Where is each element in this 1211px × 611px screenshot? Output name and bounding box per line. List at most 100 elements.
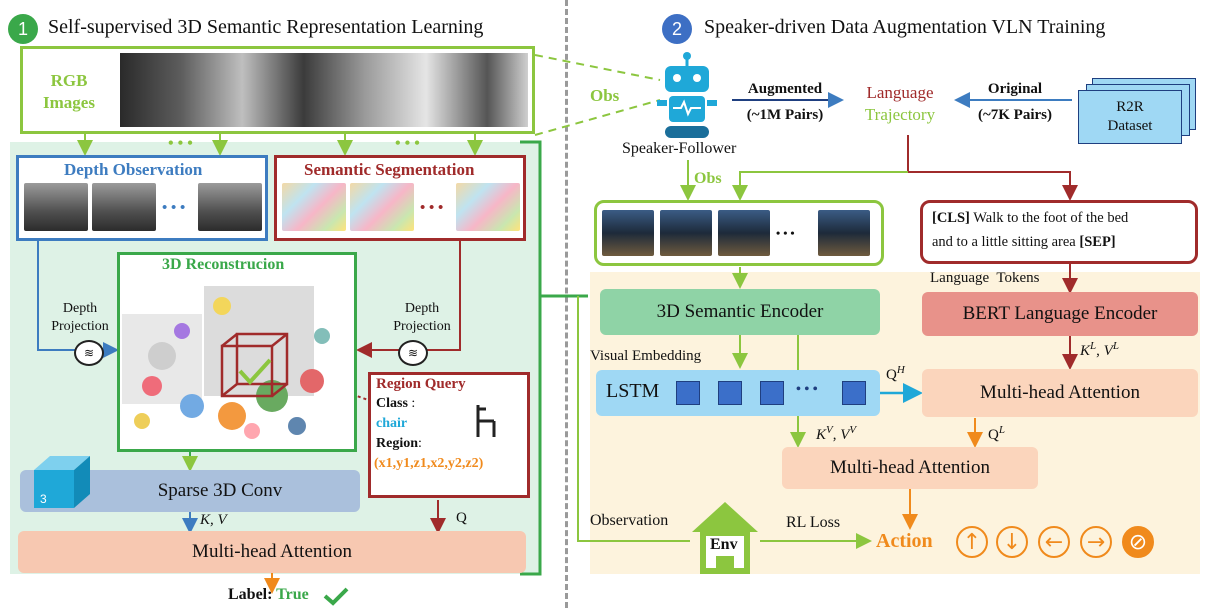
r2r-line2: Dataset <box>1107 118 1153 134</box>
env-house-icon <box>690 500 760 581</box>
depth-thumb-2 <box>92 183 156 231</box>
speaker-follower-label: Speaker-Follower <box>622 140 737 157</box>
obs-thumb-3 <box>718 210 770 256</box>
chair-icon <box>472 403 498 444</box>
arrow-left-icon: ← <box>1038 526 1070 558</box>
instruction-line1: [CLS] Walk to the foot of the bed <box>932 210 1128 227</box>
env-label: Env <box>710 536 738 553</box>
seg-thumb-1 <box>282 183 346 231</box>
ql-label: QL <box>988 424 1005 444</box>
instruction-text1: Walk to the foot of the bed <box>969 210 1129 226</box>
label-prefix: Label <box>228 586 268 603</box>
class-sep: : <box>407 396 416 411</box>
reconstruction-title: 3D Reconstrucion <box>162 256 285 273</box>
seg-thumb-3 <box>456 183 520 231</box>
region-query-title: Region Query <box>376 376 466 392</box>
ql-sup: L <box>998 424 1005 436</box>
kl-vl-label: KL, VL <box>1080 340 1119 359</box>
r2r-line1: R2R <box>1116 99 1144 115</box>
mha-right-top-block: Multi-head Attention <box>922 369 1198 417</box>
cls-token: [CLS] <box>932 210 970 226</box>
obs-thumb-4 <box>818 210 870 256</box>
semantic-encoder-block: 3D Semantic Encoder <box>600 289 880 335</box>
depth-proj-left-line1: Depth <box>62 301 98 316</box>
original-line1: Original <box>987 81 1043 97</box>
language-tokens-label: Language Tokens <box>930 270 1040 286</box>
kv-v-label: KV, VV <box>816 424 857 443</box>
label-value: True <box>276 586 309 603</box>
lstm-cell-4 <box>842 381 866 405</box>
obs-thumb-2 <box>660 210 712 256</box>
instruction-text2: and to a little sitting area <box>932 234 1080 250</box>
language-trajectory-label: Language Trajectory <box>848 80 952 128</box>
vv-sup: V <box>849 424 857 436</box>
original-label: Original (~7K Pairs) <box>962 74 1068 130</box>
stop-icon: ⊘ <box>1122 526 1154 558</box>
rgb-label-line1: RGB <box>50 71 88 90</box>
q-left-label: Q <box>456 510 467 526</box>
seg-thumb-2 <box>350 183 414 231</box>
depth-thumb-1 <box>24 183 88 231</box>
section1-title: Self-supervised 3D Semantic Representati… <box>48 16 484 38</box>
seg-dots: • • • <box>420 200 444 216</box>
semantic-segmentation-title: Semantic Segmentation <box>304 160 475 179</box>
point-cloud-image <box>122 286 330 439</box>
lstm-cell-2 <box>718 381 742 405</box>
depth-projection-right: Depth Projection <box>382 298 462 338</box>
robot-icon <box>655 50 719 145</box>
class-label: Class <box>376 396 408 411</box>
sep-token: [SEP] <box>1079 234 1116 250</box>
obs-thumb-1 <box>602 210 654 256</box>
r2r-dataset-icon: R2R Dataset <box>1078 90 1182 144</box>
depth-proj-right-line1: Depth <box>404 301 440 316</box>
lstm-label: LSTM <box>606 380 660 402</box>
layers-icon: ≋ <box>74 340 104 366</box>
rgb-images-label: RGB Images <box>24 64 114 120</box>
arrow-up-icon: ↑ <box>956 526 988 558</box>
rgb-label-line2: Images <box>43 93 95 112</box>
kv-sup: V <box>826 424 833 436</box>
depth-proj-right-line2: Projection <box>393 319 451 334</box>
arrow-right-icon: → <box>1080 526 1112 558</box>
arrow-down-icon: ↓ <box>996 526 1028 558</box>
vl-sup: L <box>1112 340 1119 352</box>
sparse-conv-label: Sparse 3D Conv <box>157 480 283 501</box>
obs-dots: • • • <box>776 226 795 240</box>
qh-label: QH <box>886 364 905 384</box>
mha-right-bottom-block: Multi-head Attention <box>782 447 1038 489</box>
kv-left-label: K, V <box>200 512 227 528</box>
kl-base: K <box>1080 343 1091 359</box>
speaker-obs-label: Obs <box>694 170 722 187</box>
check-icon <box>322 586 350 611</box>
depth-observation-title: Depth Observation <box>64 160 203 179</box>
section2-number-badge: 2 <box>662 14 692 44</box>
rgb-panorama-image <box>120 53 528 127</box>
augmented-label: Augmented (~1M Pairs) <box>732 74 838 130</box>
depth-proj-left-line2: Projection <box>51 319 109 334</box>
mha-left-block: Multi-head Attention <box>18 531 526 573</box>
ql-base: Q <box>988 427 999 443</box>
action-label: Action <box>876 530 933 552</box>
region-value: (x1,y1,z1,x2,y2,z2) <box>374 456 484 471</box>
cube-number: 3 <box>40 492 47 506</box>
lstm-cell-3 <box>760 381 784 405</box>
section-divider <box>565 0 568 608</box>
instruction-box <box>920 200 1198 264</box>
instruction-line2: and to a little sitting area [SEP] <box>932 234 1116 251</box>
label-output: Label: True <box>228 586 309 604</box>
lstm-dots: • • • <box>796 382 818 397</box>
region-query-class: Class : <box>376 396 415 412</box>
region-query-box <box>368 372 530 498</box>
region-query-region: Region: <box>376 436 422 452</box>
qh-sup: H <box>896 364 905 376</box>
lang-traj-line2: Trajectory <box>864 105 936 124</box>
section1-number-badge: 1 <box>8 14 38 44</box>
augmented-line1: Augmented <box>747 81 823 97</box>
depth-thumb-3 <box>198 183 262 231</box>
rl-loss-label: RL Loss <box>786 514 841 531</box>
lang-traj-line1: Language <box>866 83 934 102</box>
layers-icon: ≋ <box>398 340 428 366</box>
class-value: chair <box>376 416 408 431</box>
section2-title: Speaker-driven Data Augmentation VLN Tra… <box>704 16 1106 38</box>
